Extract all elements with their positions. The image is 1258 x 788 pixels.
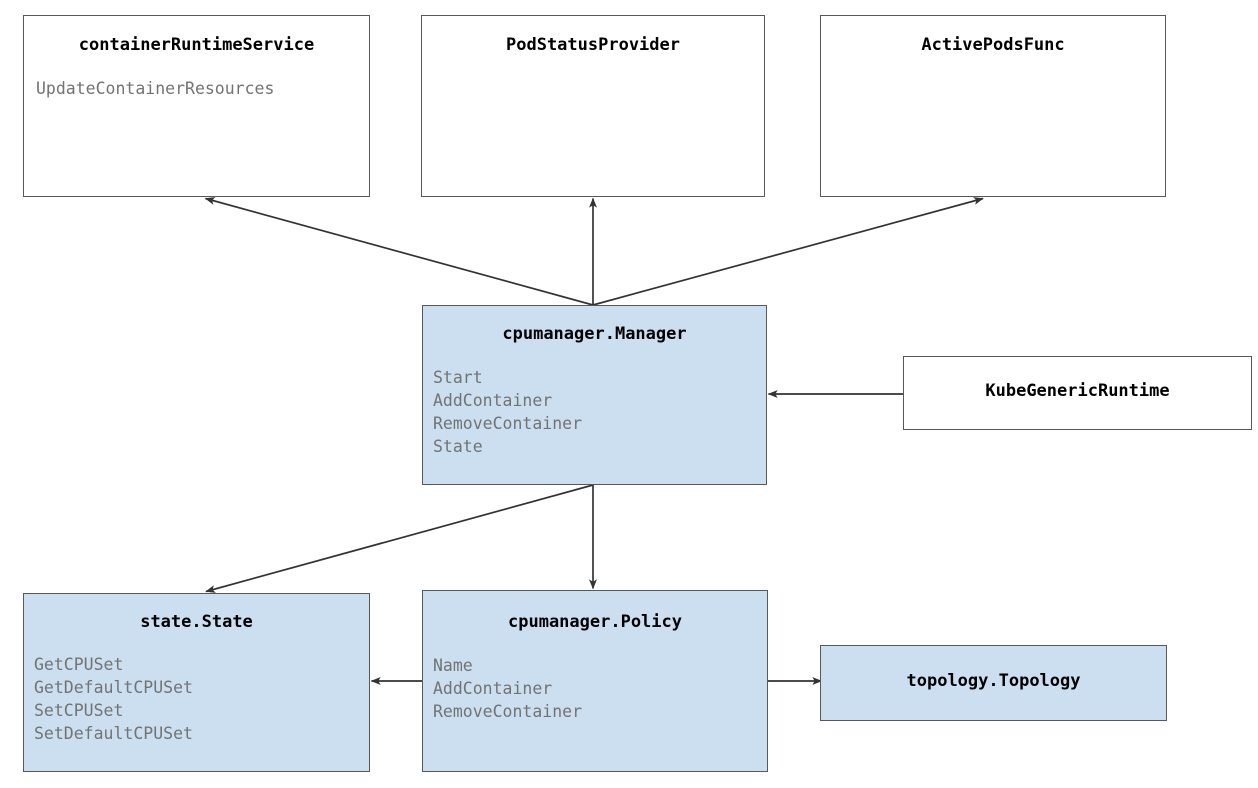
node-title-cpumanagerManager: cpumanager.Manager xyxy=(502,324,687,344)
node-title-activePodsFunc: ActivePodsFunc xyxy=(921,35,1065,55)
edge-manager-to-activePodsFunc xyxy=(592,197,984,306)
node-title-topologyTopology: topology.Topology xyxy=(906,671,1081,691)
member-item: AddContainer xyxy=(433,391,553,410)
node-cpumanagerManager[interactable]: cpumanager.Manager Start AddContainer Re… xyxy=(422,305,767,485)
member-item: Start xyxy=(433,368,483,387)
node-members-cpumanagerManager: Start AddContainer RemoveContainer State xyxy=(433,366,766,458)
member-item: GetCPUSet xyxy=(34,655,124,674)
node-members-cpumanagerPolicy: Name AddContainer RemoveContainer xyxy=(433,654,767,723)
edge-manager-to-containerRuntimeService xyxy=(204,197,594,306)
node-title-cpumanagerPolicy: cpumanager.Policy xyxy=(508,612,682,632)
edge-manager-to-stateState xyxy=(205,484,594,593)
member-item: State xyxy=(433,437,483,456)
node-cpumanagerPolicy[interactable]: cpumanager.Policy Name AddContainer Remo… xyxy=(422,590,768,772)
member-item: SetDefaultCPUSet xyxy=(34,724,193,743)
member-item: AddContainer xyxy=(433,679,553,698)
node-kubeGenericRuntime[interactable]: KubeGenericRuntime xyxy=(903,356,1252,430)
node-stateState[interactable]: state.State GetCPUSet GetDefaultCPUSet S… xyxy=(23,593,370,772)
member-item: Name xyxy=(433,656,473,675)
node-members-containerRuntimeService: UpdateContainerResources xyxy=(36,77,369,100)
node-title-containerRuntimeService: containerRuntimeService xyxy=(78,35,315,55)
node-podStatusProvider[interactable]: PodStatusProvider xyxy=(421,15,765,197)
node-activePodsFunc[interactable]: ActivePodsFunc xyxy=(820,15,1166,197)
member-item: RemoveContainer xyxy=(433,414,583,433)
node-title-stateState: state.State xyxy=(140,612,253,632)
node-members-stateState: GetCPUSet GetDefaultCPUSet SetCPUSet Set… xyxy=(34,653,369,745)
member-item: RemoveContainer xyxy=(433,702,583,721)
member-item: GetDefaultCPUSet xyxy=(34,678,193,697)
node-title-kubeGenericRuntime: KubeGenericRuntime xyxy=(985,381,1170,401)
node-containerRuntimeService[interactable]: containerRuntimeService UpdateContainerR… xyxy=(23,15,370,197)
member-item: SetCPUSet xyxy=(34,701,124,720)
node-topologyTopology[interactable]: topology.Topology xyxy=(820,645,1167,721)
node-title-podStatusProvider: PodStatusProvider xyxy=(506,35,680,55)
member-item: UpdateContainerResources xyxy=(36,79,275,98)
